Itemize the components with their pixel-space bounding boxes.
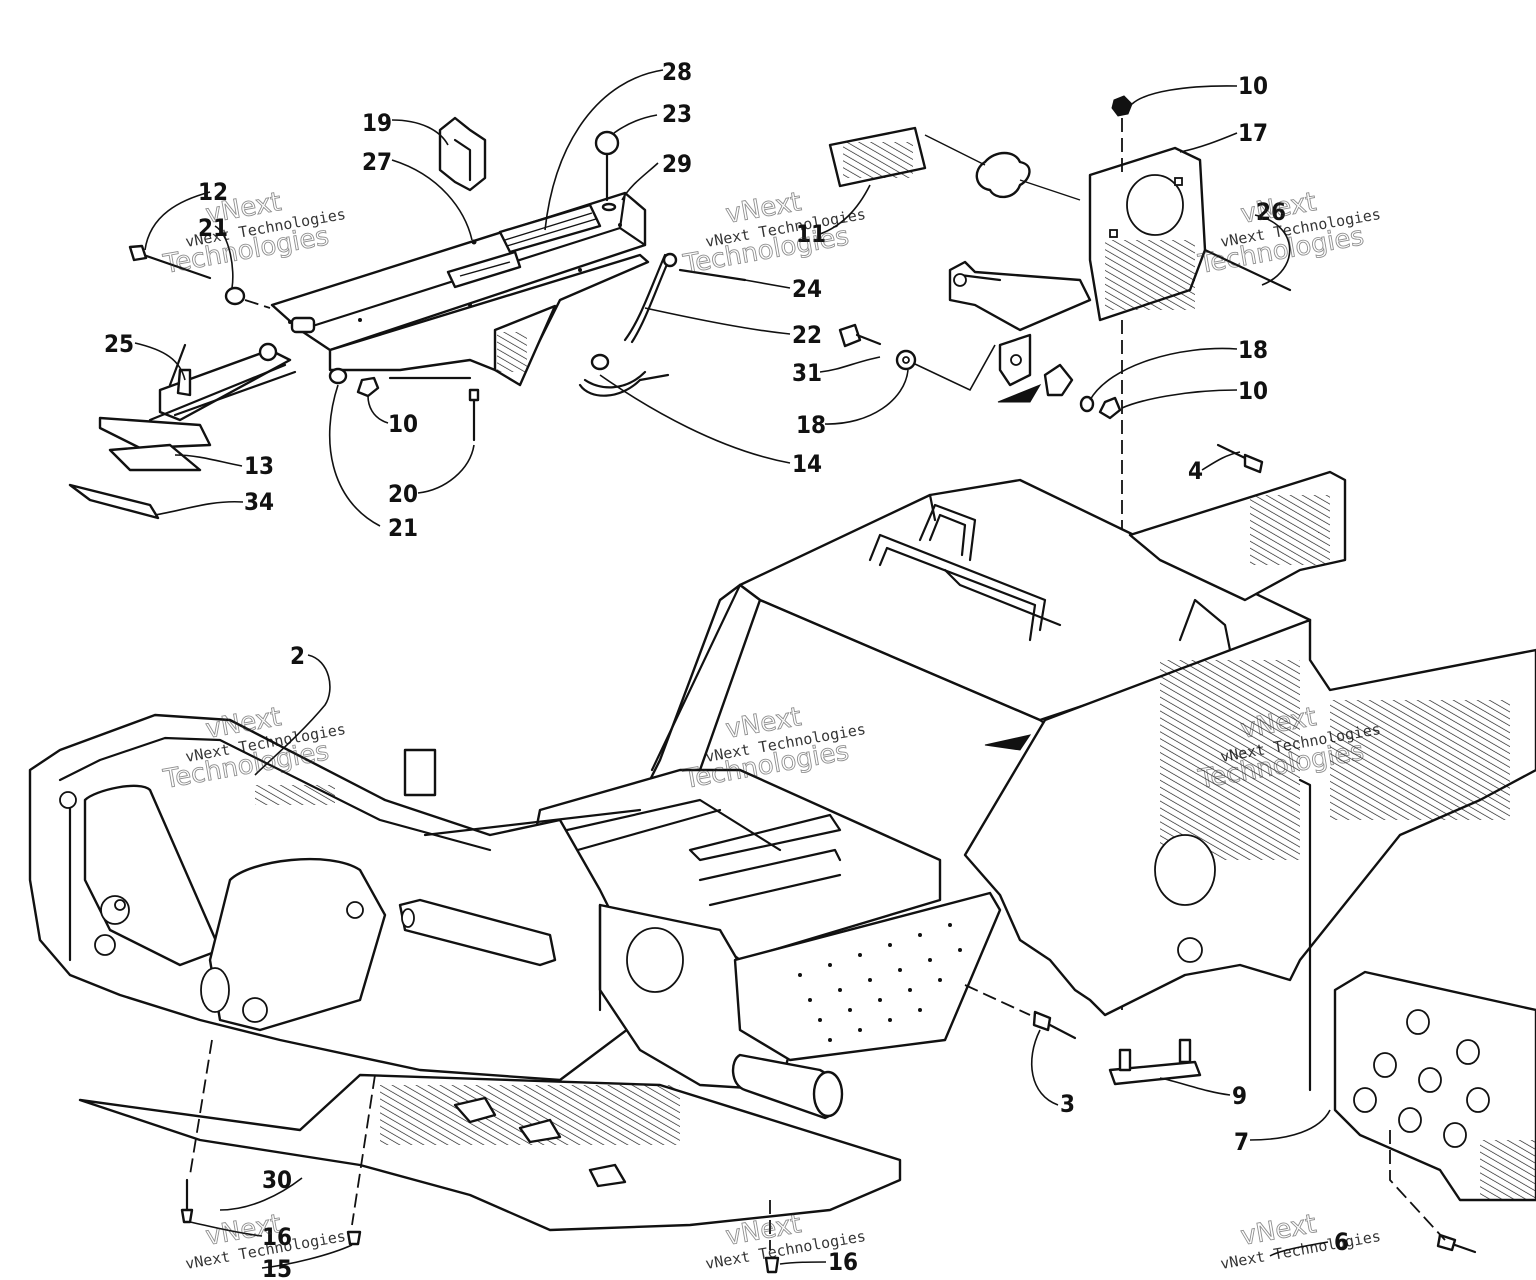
callout-30: 30: [262, 1166, 292, 1194]
callout-18-right: 18: [1238, 336, 1268, 364]
callout-24: 24: [792, 275, 822, 303]
watermark: vNext vNext Technologies: [1219, 1209, 1382, 1273]
callout-7: 7: [1234, 1128, 1249, 1156]
callout-28: 28: [662, 58, 692, 86]
callout-19: 19: [362, 109, 392, 137]
callout-14: 14: [792, 450, 822, 478]
callout-18-left: 18: [796, 411, 826, 439]
callout-13: 13: [244, 452, 274, 480]
callout-10-right: 10: [1238, 377, 1268, 405]
callout-21-top: 21: [198, 214, 228, 242]
callout-9: 9: [1232, 1082, 1247, 1110]
callout-11: 11: [796, 220, 826, 248]
callout-20: 20: [388, 480, 418, 508]
callout-25: 25: [104, 330, 134, 358]
callout-27: 27: [362, 148, 392, 176]
callout-26: 26: [1256, 198, 1286, 226]
callout-16-bottom: 16: [828, 1248, 858, 1276]
callout-3: 3: [1060, 1090, 1075, 1118]
watermark: vNext Technologies vNext Technologies: [1195, 187, 1382, 281]
callout-15: 15: [262, 1255, 292, 1280]
callout-labels: 28 23 19 27 29 12 21 24 22 25 10 13 20 1…: [104, 58, 1349, 1280]
callout-10-top-right: 10: [1238, 72, 1268, 100]
callout-31: 31: [792, 359, 822, 387]
callout-17: 17: [1238, 119, 1268, 147]
callout-10-left: 10: [388, 410, 418, 438]
watermark: vNext Technologies vNext Technologies: [680, 187, 867, 281]
callout-6: 6: [1334, 1228, 1349, 1256]
callout-22: 22: [792, 321, 822, 349]
callout-21-bottom: 21: [388, 514, 418, 542]
console-assembly: [68, 116, 747, 520]
chassis-frame: [28, 443, 1536, 1274]
leader-lines: [134, 69, 1331, 1269]
callout-23: 23: [662, 100, 692, 128]
callout-2: 2: [290, 642, 305, 670]
callout-34: 34: [244, 488, 274, 516]
callout-12: 12: [198, 178, 228, 206]
callout-4: 4: [1188, 457, 1203, 485]
callout-16-left: 16: [262, 1223, 292, 1251]
callout-29: 29: [662, 150, 692, 178]
watermark: vNext Technologies vNext Technologies: [160, 187, 347, 281]
